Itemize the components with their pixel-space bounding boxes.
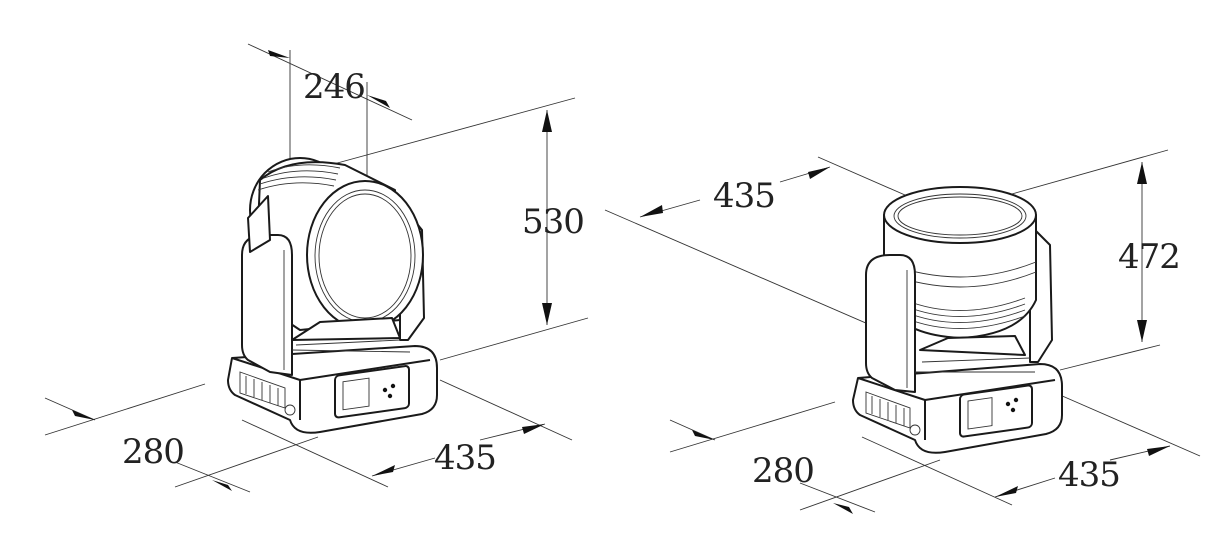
dim-head-width-left: 246	[303, 67, 365, 107]
dim-height-left: 530	[522, 202, 584, 242]
dim-depth-left: 280	[122, 432, 184, 472]
dim-width-right: 435	[1058, 455, 1120, 495]
fixture-right	[604, 149, 1201, 514]
dim-depth-right: 280	[752, 451, 814, 491]
dim-width-left: 435	[434, 438, 496, 478]
dim-height-right: 472	[1118, 237, 1180, 277]
fixture-left	[44, 43, 589, 493]
dim-head-width-right: 435	[713, 176, 775, 216]
